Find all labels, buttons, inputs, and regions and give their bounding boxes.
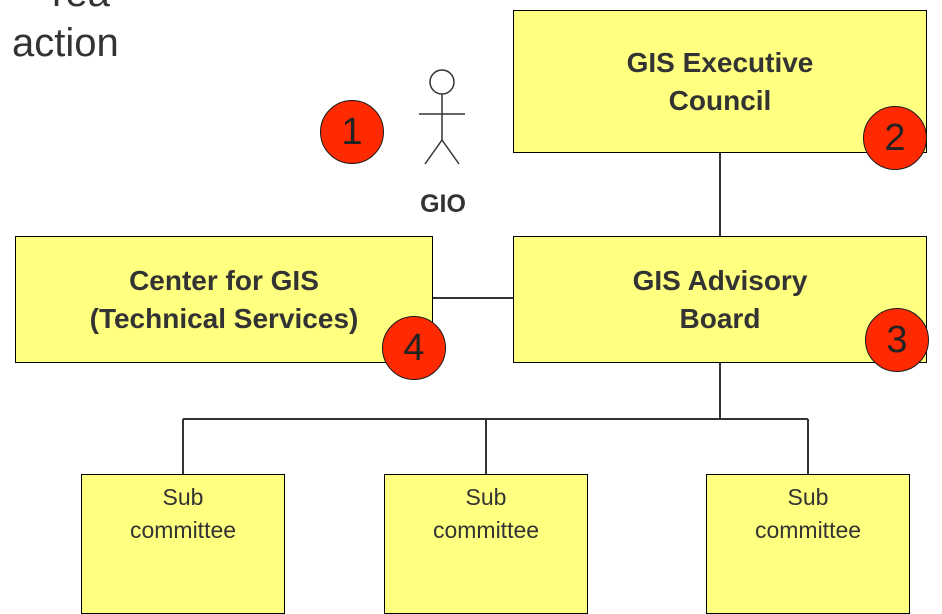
subcommittee-2-line-1: Sub bbox=[465, 484, 507, 510]
center-for-gis-box: Center for GIS (Technical Services) bbox=[15, 236, 433, 363]
number-badge-1: 1 bbox=[320, 100, 384, 164]
gis-executive-council-box: GIS Executive Council bbox=[513, 10, 927, 153]
center-gis-line-2: (Technical Services) bbox=[89, 302, 359, 334]
advisory-board-line-1: GIS Advisory bbox=[632, 264, 808, 296]
advisory-board-line-2: Board bbox=[679, 302, 761, 334]
exec-council-line-1: GIS Executive bbox=[626, 46, 814, 78]
subcommittee-1-line-2: committee bbox=[129, 517, 237, 543]
heading-line-2: action bbox=[12, 21, 119, 65]
org-chart-connectors bbox=[182, 153, 809, 474]
center-gis-line-1: Center for GIS bbox=[129, 264, 319, 296]
number-badge-4: 4 bbox=[382, 316, 446, 380]
gis-advisory-board-box: GIS Advisory Board bbox=[513, 236, 927, 363]
subcommittee-1-line-1: Sub bbox=[162, 484, 204, 510]
slide-heading: rea action bbox=[0, 0, 360, 68]
number-badge-2: 2 bbox=[863, 106, 927, 170]
gio-stick-figure-icon bbox=[419, 69, 465, 165]
exec-council-line-2: Council bbox=[668, 84, 772, 116]
gio-label: GIO bbox=[420, 190, 466, 218]
subcommittee-3-line-2: committee bbox=[754, 517, 862, 543]
heading-line-1: rea bbox=[0, 0, 360, 18]
subcommittee-box-1: Sub committee bbox=[81, 474, 285, 614]
subcommittee-box-3: Sub committee bbox=[706, 474, 910, 614]
subcommittee-3-line-1: Sub bbox=[787, 484, 829, 510]
subcommittee-box-2: Sub committee bbox=[384, 474, 588, 614]
subcommittee-2-line-2: committee bbox=[432, 517, 540, 543]
number-badge-3: 3 bbox=[865, 308, 929, 372]
